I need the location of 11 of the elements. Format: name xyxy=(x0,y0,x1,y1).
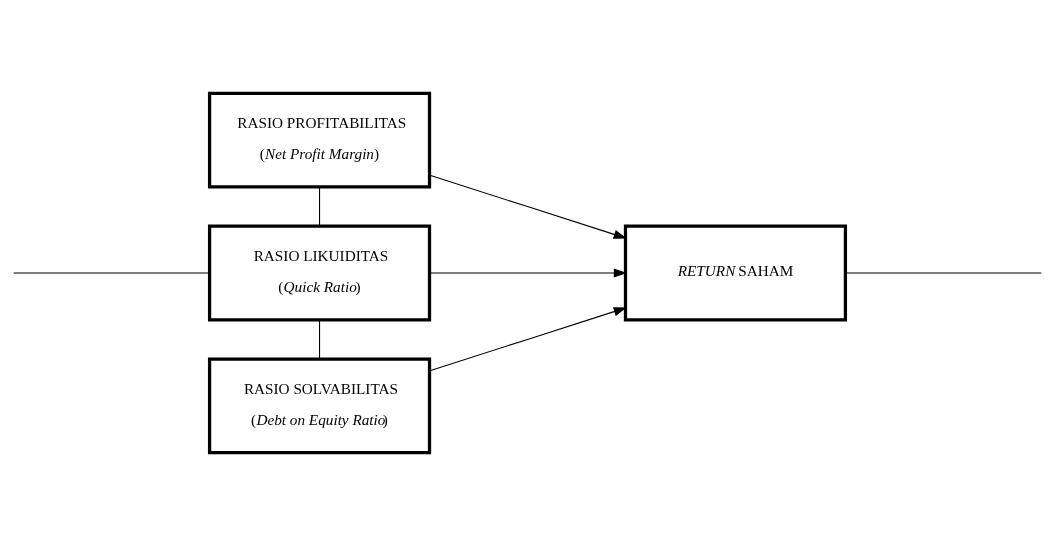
connector xyxy=(319,185,321,226)
node-box: RASIO PROFITABILITAS (Net Profit Margin) xyxy=(207,91,432,189)
arrow xyxy=(429,306,627,371)
connector xyxy=(13,271,210,274)
node-box: RETURN SAHAM xyxy=(623,224,848,321)
arrow xyxy=(429,267,627,278)
node-box: RASIO SOLVABILITAS (Debt on Equity Ratio) xyxy=(207,356,432,454)
arrow xyxy=(429,174,627,239)
connector xyxy=(319,318,321,359)
connector xyxy=(845,271,1042,274)
node-box: RASIO LIKUIDITAS (Quick Ratio) xyxy=(207,224,432,321)
